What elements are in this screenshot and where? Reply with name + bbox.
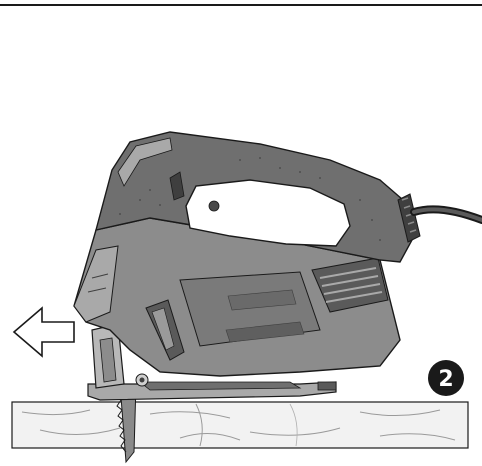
vent-grille — [311, 257, 389, 313]
base-shoe-plate — [87, 381, 337, 401]
trigger-switch — [169, 171, 220, 212]
step-number-label: 2 — [438, 367, 453, 392]
handle-opening — [185, 179, 351, 247]
step-number-badge-icon: 2 — [428, 360, 464, 396]
arrow-left-outline-icon — [12, 306, 75, 358]
blade-guide — [91, 323, 149, 389]
jigsaw-tool — [73, 131, 482, 464]
handle-housing — [95, 131, 413, 263]
workpiece-board — [11, 401, 469, 449]
motor-housing — [73, 217, 401, 377]
power-cord — [397, 193, 482, 243]
